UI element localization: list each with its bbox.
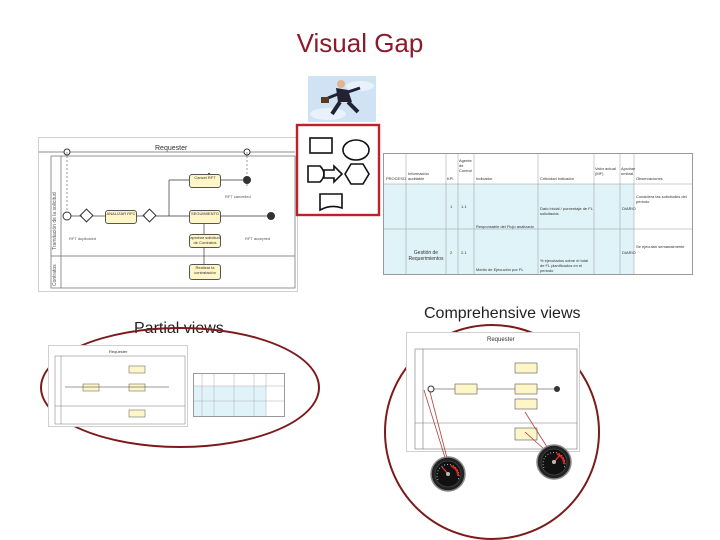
task-cancel: Cancel RFT [189,174,221,188]
col-header-value: Valor actual (MF) [595,166,616,176]
partial-views-ellipse [40,327,320,448]
observation-1: Considera las solicitudes del periodo [636,194,687,204]
runner-businessman-icon [308,76,376,122]
criticality-1: DIARIO [622,206,636,211]
note-accepted: RFT accepted [245,236,271,241]
row-id-2: 2 [450,250,453,255]
gauge-icon [536,444,572,480]
value-2: % ejecutados sobre el total de FL planif… [540,258,589,273]
comp-pool-label: Requester [487,337,515,343]
ellipse-shape [342,139,370,161]
kpi-table: PROCESO Información auditable KPI Agente… [383,153,693,275]
indicator-1: Responsable del Flujo analizado [476,224,534,229]
partial-table-thumbnail [193,373,285,417]
indicator-2: Medio de Ejecución por FL [476,267,524,272]
col-header-criticality: Criticidad indicador [540,176,575,181]
col-header-info: Información auditable [408,171,429,181]
criticality-2: DIARIO [622,250,636,255]
arrow-shape [323,164,344,184]
note-cancelled: RFT cancelled [225,194,251,199]
bpmn-diagram: Requester Tramitación de la solicitud Co… [38,137,298,292]
col-header-threshold: Aprobar umbral [621,166,636,176]
observation-2: Se ejecutan semanalmente [636,244,685,249]
thumb-pool-label: Requester [109,349,128,354]
col-header-observations: Observaciones [636,176,663,181]
document-shape [319,193,343,212]
bpmn-lanes [39,148,296,289]
page-title: Visual Gap [296,28,424,58]
rectangle-shape [309,137,333,154]
row-id-2-1: 2.1 [461,250,467,255]
task-approve: aprobar solicitud de Contratos [189,234,221,248]
process-name: Gestión de Requerimientos [408,250,444,262]
task-analyze: ANALIZAR RFC [105,210,137,224]
row-id-1: 1 [450,204,453,209]
partial-bpmn-thumbnail: Requester [48,345,188,427]
pool-label: Requester [155,145,188,152]
note-duplicated: RFT duplicated [69,236,97,241]
hexagon-shape [344,163,370,185]
task-follow-up: SEGUIMIENTO [189,210,221,224]
col-header-indicator: Indicador [476,176,493,181]
col-header-kpi: KPI [447,176,454,181]
comprehensive-views-ellipse [384,324,600,540]
row-id-1-1: 1.1 [461,204,467,209]
value-1: Dato inicial / porcentaje de FL solicita… [540,206,593,216]
gauge-icon [430,456,466,492]
comprehensive-bpmn-diagram: Requester [406,332,580,452]
shape-palette [295,123,381,217]
caption-comprehensive-views: Comprehensive views [424,305,581,322]
task-contract: Realizar la contratación [189,264,221,280]
col-header-process: PROCESO [386,176,407,181]
col-header-agent: Agente de Control [459,158,472,173]
